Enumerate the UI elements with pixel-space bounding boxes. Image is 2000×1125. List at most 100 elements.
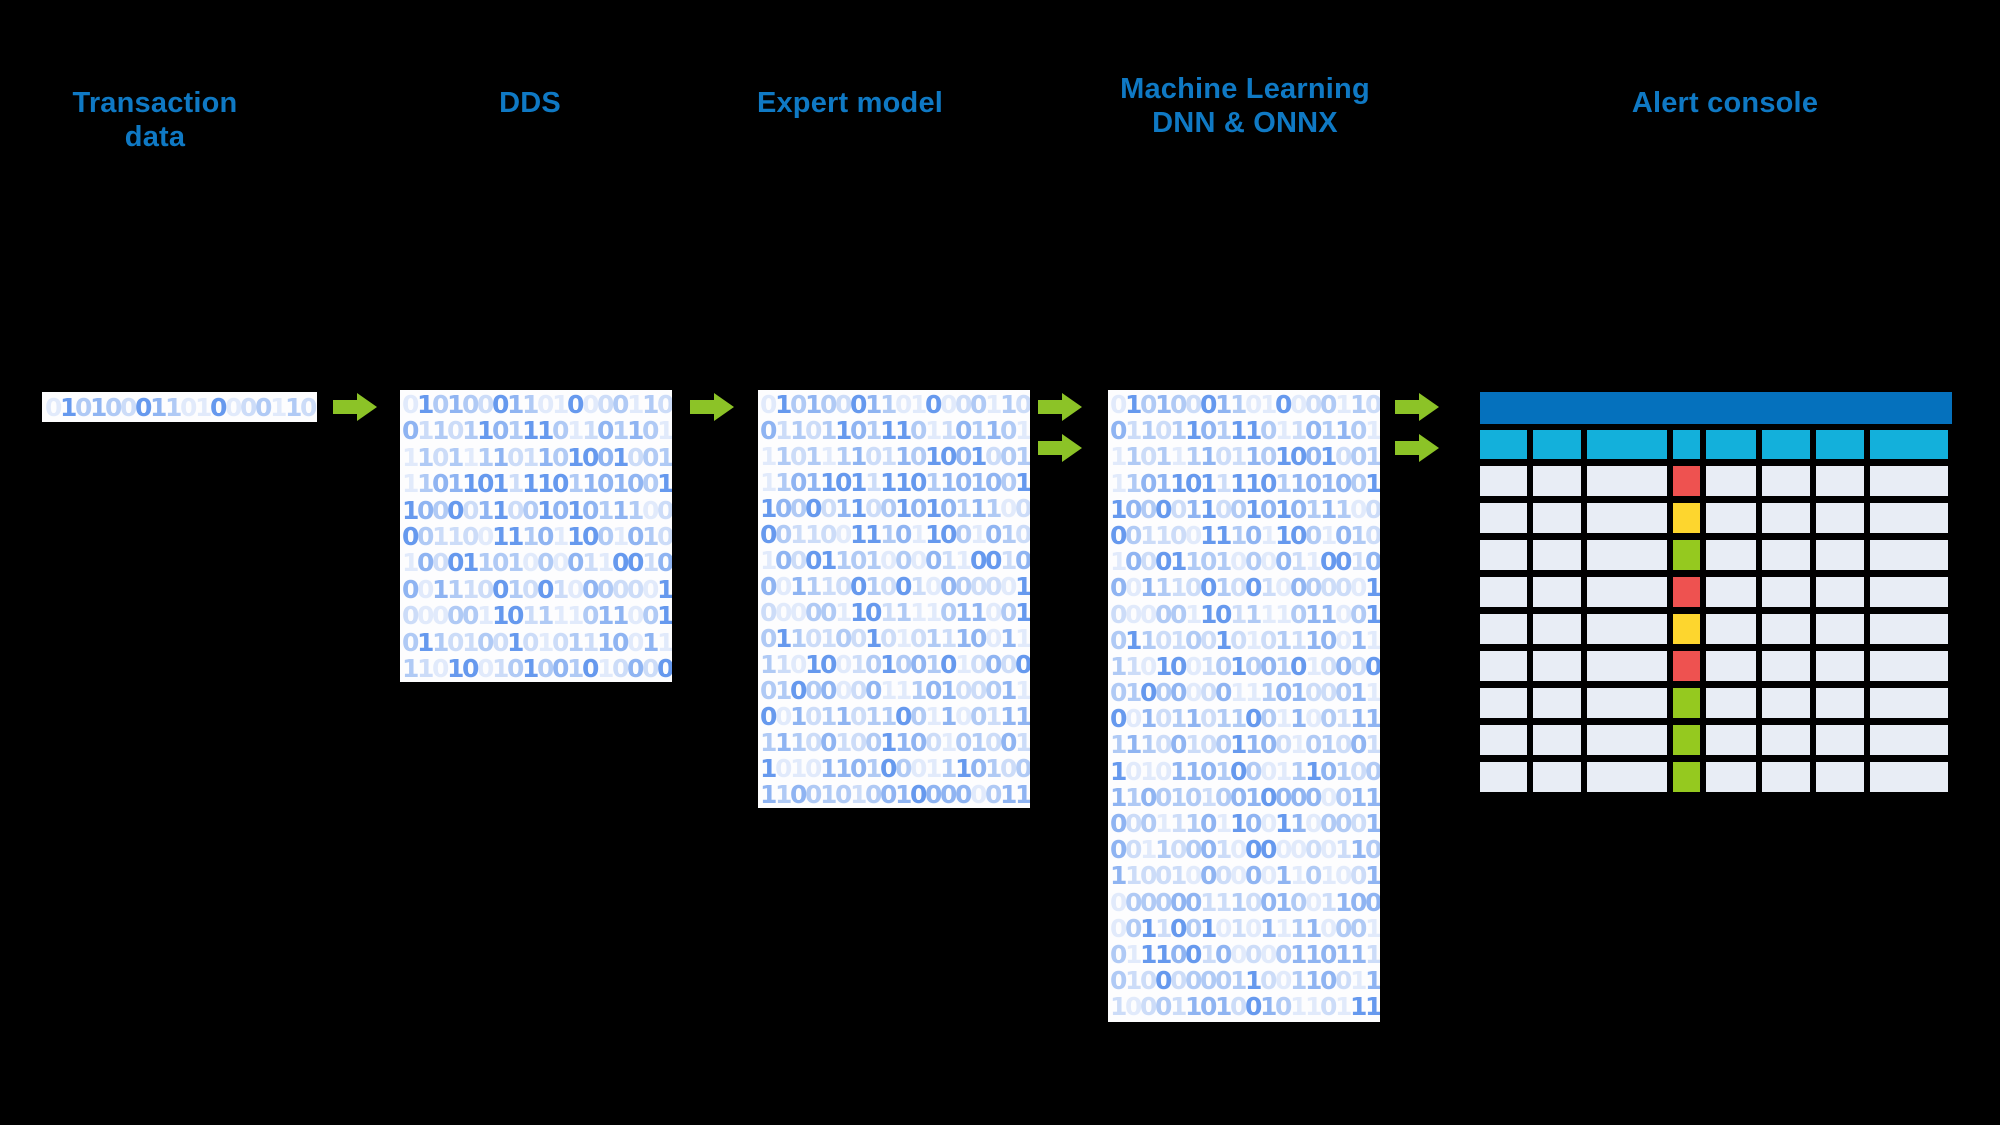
table-cell[interactable] (1706, 466, 1756, 496)
table-cell[interactable] (1762, 651, 1810, 681)
table-cell[interactable] (1870, 577, 1948, 607)
table-cell[interactable] (1816, 540, 1864, 570)
status-badge[interactable] (1673, 466, 1700, 496)
alert-console-header-cell-1[interactable] (1480, 430, 1527, 459)
table-cell[interactable] (1870, 540, 1948, 570)
table-cell[interactable] (1480, 725, 1527, 755)
table-row[interactable] (1480, 725, 1952, 755)
table-row[interactable] (1480, 762, 1952, 792)
alert-console-header-cell-5[interactable] (1706, 430, 1756, 459)
table-cell[interactable] (1816, 614, 1864, 644)
table-cell[interactable] (1706, 614, 1756, 644)
table-cell[interactable] (1816, 651, 1864, 681)
table-cell[interactable] (1706, 688, 1756, 718)
table-cell[interactable] (1870, 725, 1948, 755)
alert-console-table[interactable] (1480, 392, 1952, 792)
table-cell[interactable] (1762, 688, 1810, 718)
table-cell[interactable] (1587, 725, 1667, 755)
table-cell[interactable] (1533, 540, 1581, 570)
table-cell[interactable] (1706, 651, 1756, 681)
binary-digit: 1 (880, 520, 898, 549)
table-cell[interactable] (1762, 466, 1810, 496)
table-cell[interactable] (1816, 725, 1864, 755)
table-cell[interactable] (1480, 688, 1527, 718)
table-cell[interactable] (1480, 614, 1527, 644)
status-badge[interactable] (1673, 577, 1700, 607)
status-badge[interactable] (1673, 651, 1700, 681)
table-row[interactable] (1480, 577, 1952, 607)
table-row[interactable] (1480, 466, 1952, 496)
table-cell[interactable] (1870, 614, 1948, 644)
table-cell[interactable] (1762, 577, 1810, 607)
alert-console-header-cell-4[interactable] (1673, 430, 1700, 459)
table-cell[interactable] (1587, 577, 1667, 607)
alert-console-header-cell-2[interactable] (1533, 430, 1581, 459)
status-badge[interactable] (1673, 614, 1700, 644)
table-cell[interactable] (1533, 762, 1581, 792)
table-cell[interactable] (1587, 688, 1667, 718)
table-cell[interactable] (1870, 503, 1948, 533)
table-cell[interactable] (1816, 466, 1864, 496)
table-cell[interactable] (1706, 540, 1756, 570)
table-cell[interactable] (1587, 614, 1667, 644)
table-cell[interactable] (1480, 651, 1527, 681)
table-cell[interactable] (1870, 466, 1948, 496)
table-cell[interactable] (1533, 614, 1581, 644)
table-cell[interactable] (1870, 651, 1948, 681)
status-badge[interactable] (1673, 688, 1700, 718)
table-row[interactable] (1480, 688, 1952, 718)
table-cell[interactable] (1480, 577, 1527, 607)
table-row[interactable] (1480, 614, 1952, 644)
status-badge[interactable] (1673, 762, 1700, 792)
status-badge[interactable] (1673, 503, 1700, 533)
table-row[interactable] (1480, 503, 1952, 533)
arrow-shaft (690, 400, 716, 414)
binary-digit: 1 (1125, 416, 1143, 446)
table-cell[interactable] (1533, 651, 1581, 681)
table-cell[interactable] (1480, 540, 1527, 570)
binary-digit: 1 (1320, 494, 1338, 524)
binary-digit: 0 (1110, 573, 1128, 603)
table-cell[interactable] (1706, 577, 1756, 607)
binary-digit: 1 (955, 546, 973, 575)
table-cell[interactable] (1533, 503, 1581, 533)
binary-digit: 0 (1110, 939, 1128, 969)
table-cell[interactable] (1533, 577, 1581, 607)
table-cell[interactable] (1762, 503, 1810, 533)
table-row[interactable] (1480, 540, 1952, 570)
status-badge[interactable] (1673, 540, 1700, 570)
table-cell[interactable] (1816, 503, 1864, 533)
table-cell[interactable] (1480, 503, 1527, 533)
table-cell[interactable] (1480, 762, 1527, 792)
table-row[interactable] (1480, 651, 1952, 681)
table-cell[interactable] (1762, 614, 1810, 644)
alert-console-header-cell-7[interactable] (1816, 430, 1864, 459)
table-cell[interactable] (1587, 540, 1667, 570)
binary-digit: 1 (1155, 390, 1173, 419)
binary-row: 111001001100101001 (1110, 732, 1380, 758)
table-cell[interactable] (1587, 651, 1667, 681)
table-cell[interactable] (1533, 466, 1581, 496)
alert-console-header-cell-3[interactable] (1587, 430, 1667, 459)
alert-console-header-cell-8[interactable] (1870, 430, 1948, 459)
table-cell[interactable] (1762, 762, 1810, 792)
table-cell[interactable] (1816, 577, 1864, 607)
table-cell[interactable] (1870, 688, 1948, 718)
table-cell[interactable] (1533, 725, 1581, 755)
table-cell[interactable] (1587, 503, 1667, 533)
table-cell[interactable] (1762, 725, 1810, 755)
table-cell[interactable] (1480, 466, 1527, 496)
table-cell[interactable] (1587, 466, 1667, 496)
table-cell[interactable] (1816, 688, 1864, 718)
table-cell[interactable] (1870, 762, 1948, 792)
table-cell[interactable] (1533, 688, 1581, 718)
table-cell[interactable] (1816, 762, 1864, 792)
status-badge[interactable] (1673, 725, 1700, 755)
table-cell[interactable] (1762, 540, 1810, 570)
binary-digit: 1 (1335, 494, 1353, 524)
table-cell[interactable] (1706, 725, 1756, 755)
alert-console-header-cell-6[interactable] (1762, 430, 1810, 459)
table-cell[interactable] (1706, 503, 1756, 533)
table-cell[interactable] (1587, 762, 1667, 792)
table-cell[interactable] (1706, 762, 1756, 792)
